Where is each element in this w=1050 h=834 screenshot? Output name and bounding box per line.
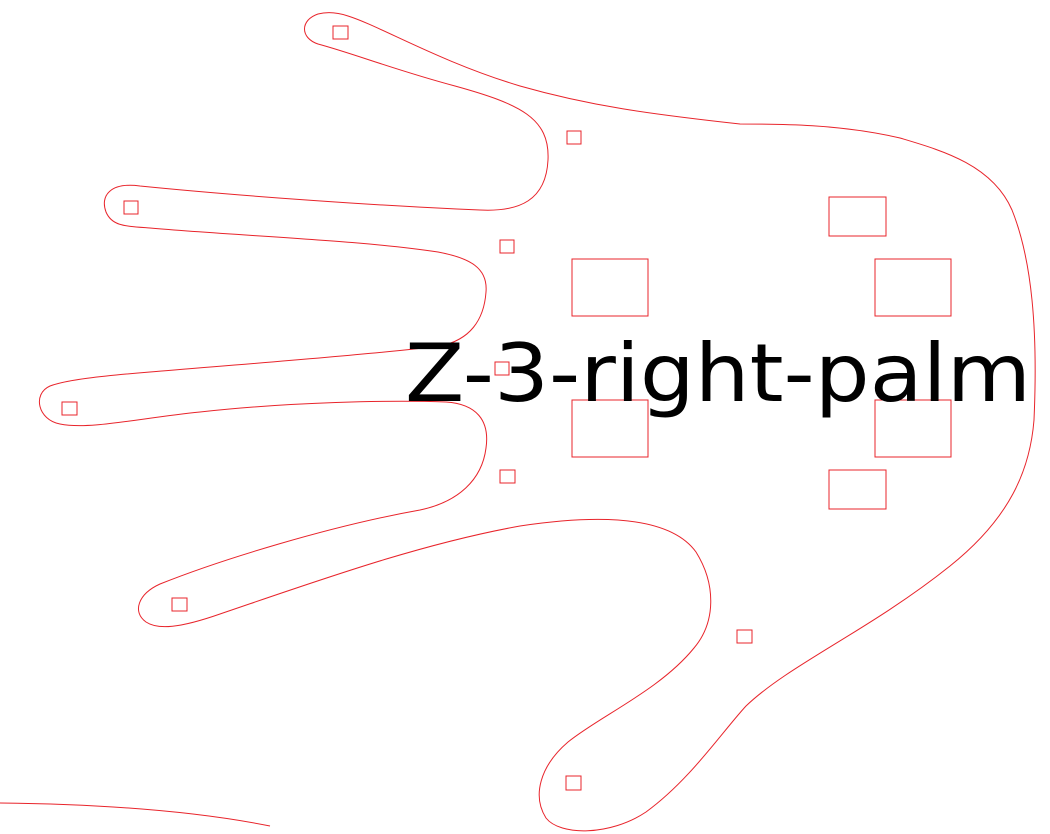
diagram-label: Z-3-right-palm [405, 327, 1031, 420]
sensor-marker [736, 629, 753, 644]
sensor-marker [171, 597, 188, 612]
palm-pad [874, 399, 952, 458]
sensor-marker [499, 469, 516, 484]
hand-outline [39, 12, 1036, 832]
sensor-marker [61, 401, 78, 416]
palm-pad [828, 469, 887, 510]
sensor-marker [332, 25, 349, 40]
sensor-marker [123, 200, 139, 215]
sensor-marker [565, 775, 582, 791]
palm-pad [571, 399, 649, 458]
sensor-marker [566, 130, 582, 145]
palm-pad [874, 258, 952, 317]
sensor-marker [499, 239, 515, 254]
palm-pad [828, 196, 887, 237]
wrist-outline [0, 802, 271, 827]
palm-pad [571, 258, 649, 317]
sensor-marker [494, 361, 510, 376]
